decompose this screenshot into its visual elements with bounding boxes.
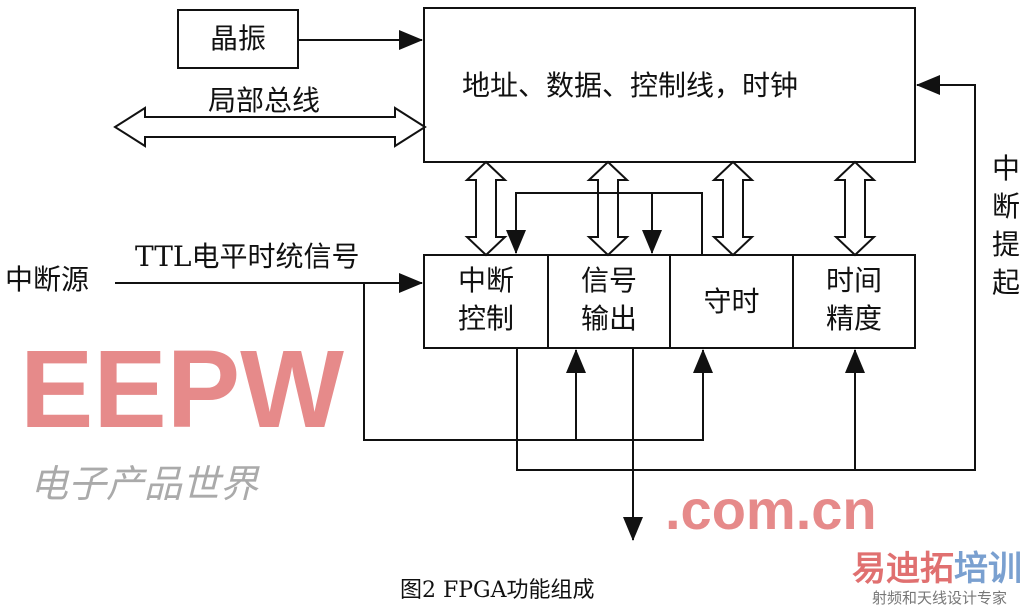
- eepw-cn-watermark: 电子产品世界: [30, 462, 259, 506]
- bus-box: [423, 7, 916, 163]
- module-line2: 精度: [825, 302, 882, 335]
- brand-red: 易迪拓: [852, 550, 954, 588]
- eepw-watermark: EEPW: [20, 328, 344, 451]
- module-line2: 控制: [457, 302, 514, 335]
- module-signal-output: 信号 输出: [548, 262, 670, 338]
- interrupt-source-label: 中断源: [5, 263, 90, 296]
- eepw-domain-watermark: .com.cn: [665, 478, 877, 541]
- module-interrupt-control: 中断 控制: [424, 262, 548, 338]
- module-line1: 中断: [457, 264, 514, 297]
- module-line1: 信号: [580, 264, 637, 297]
- crystal-label: 晶振: [210, 22, 267, 55]
- local-bus-arrow: [113, 106, 427, 148]
- module-line1: 时间: [825, 264, 882, 297]
- module-line1: 守时: [703, 285, 760, 318]
- bus-double-arrows: [464, 160, 877, 257]
- brand-watermark: 易迪拓培训: [852, 552, 1022, 586]
- brand-sub-watermark: 射频和天线设计专家: [872, 589, 1008, 607]
- module-time-precision: 时间 精度: [793, 262, 915, 338]
- local-bus-label: 局部总线: [208, 84, 321, 117]
- brand-blue: 培训: [954, 550, 1022, 588]
- ttl-signal-label: TTL电平时统信号: [135, 240, 360, 273]
- bus-box-label: 地址、数据、控制线，时钟: [462, 69, 799, 102]
- figure-caption: 图2 FPGA功能组成: [400, 578, 595, 603]
- interrupt-raise-label: 中断提起: [992, 152, 1021, 299]
- module-line2: 输出: [580, 302, 637, 335]
- module-timekeeping: 守时: [670, 283, 793, 321]
